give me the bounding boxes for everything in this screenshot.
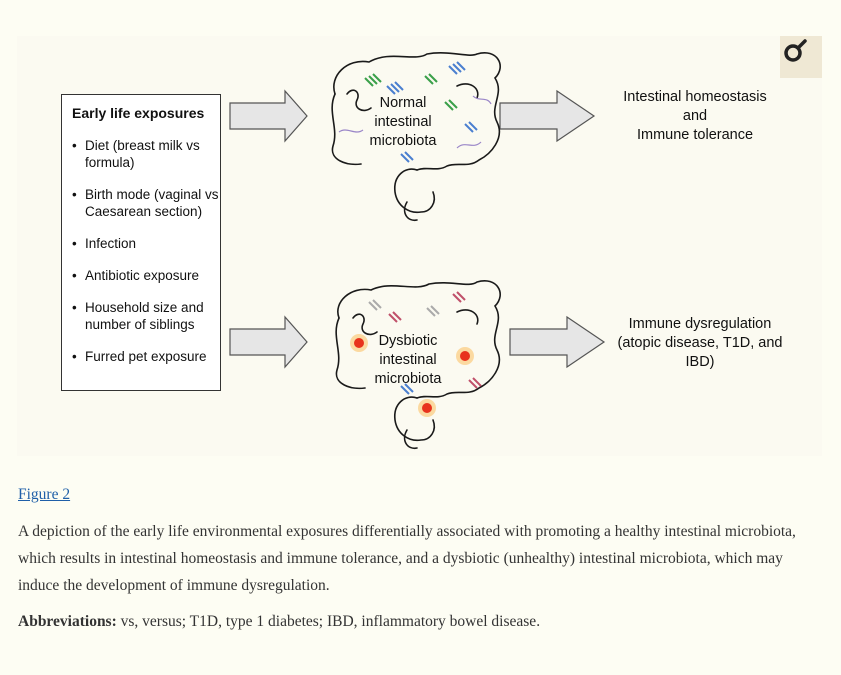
homeostasis-line-2: and <box>682 108 708 124</box>
arrow-to-homeostasis <box>499 89 596 143</box>
normal-line-2: intestinal <box>374 114 432 130</box>
corner-badge[interactable] <box>780 36 822 78</box>
homeostasis-line-3: Immune tolerance <box>636 127 754 143</box>
dysregulation-line-2: (atopic disease, T1D, and <box>617 335 783 351</box>
exposure-item-diet: Diet (breast milk vs formula) <box>72 137 220 171</box>
outcome-dysregulation: Immune dysregulation (atopic disease, T1… <box>602 315 798 372</box>
dysbiotic-microbes <box>368 291 482 395</box>
dysbiotic-line-1: Dysbiotic <box>378 333 438 349</box>
figure-2-link[interactable]: Figure 2 <box>18 486 71 503</box>
normal-line-3: microbiota <box>369 133 437 149</box>
exposure-item-infection: Infection <box>72 235 220 252</box>
exposures-list: Diet (breast milk vs formula) Birth mode… <box>72 137 220 365</box>
arrow-to-dysregulation <box>509 315 606 369</box>
normal-gut-illustration <box>331 52 501 222</box>
dysbiotic-line-3: microbiota <box>374 371 442 387</box>
abbreviations-label: Abbreviations: <box>18 613 117 630</box>
normal-microbiota-label: Normal intestinal microbiota <box>363 94 443 151</box>
early-life-exposures-box: Early life exposures Diet (breast milk v… <box>61 94 221 391</box>
inflammation-spots <box>350 334 474 417</box>
homeostasis-line-1: Intestinal homeostasis <box>623 89 767 105</box>
abbreviations-text: vs, versus; T1D, type 1 diabetes; IBD, i… <box>116 613 541 630</box>
exposure-item-pet: Furred pet exposure <box>72 348 220 365</box>
caption-area: Figure 2 A depiction of the early life e… <box>18 486 818 635</box>
outcome-homeostasis: Intestinal homeostasis and Immune tolera… <box>600 88 790 145</box>
exposure-item-antibiotic: Antibiotic exposure <box>72 267 220 284</box>
arrow-to-dysbiotic-gut <box>229 315 308 369</box>
dysbiotic-line-2: intestinal <box>379 352 437 368</box>
figure-panel: Early life exposures Diet (breast milk v… <box>17 36 822 456</box>
dysregulation-line-1: Immune dysregulation <box>628 316 772 332</box>
exposures-title: Early life exposures <box>72 105 205 121</box>
figure-caption: A depiction of the early life environmen… <box>18 523 796 594</box>
dysregulation-line-3: IBD) <box>685 354 715 370</box>
arrow-to-normal-gut <box>229 89 308 143</box>
diagram-graphics <box>229 52 606 450</box>
female-symbol-icon <box>784 39 807 62</box>
exposure-item-birth-mode: Birth mode (vaginal vs Caesarean section… <box>72 186 220 220</box>
exposure-item-household: Household size and number of siblings <box>72 299 220 333</box>
dysbiotic-gut-illustration <box>335 280 501 450</box>
normal-microbes <box>338 61 492 163</box>
normal-line-1: Normal <box>379 95 427 111</box>
dysbiotic-microbiota-label: Dysbiotic intestinal microbiota <box>363 332 453 389</box>
abbreviations: Abbreviations: vs, versus; T1D, type 1 d… <box>18 609 818 635</box>
